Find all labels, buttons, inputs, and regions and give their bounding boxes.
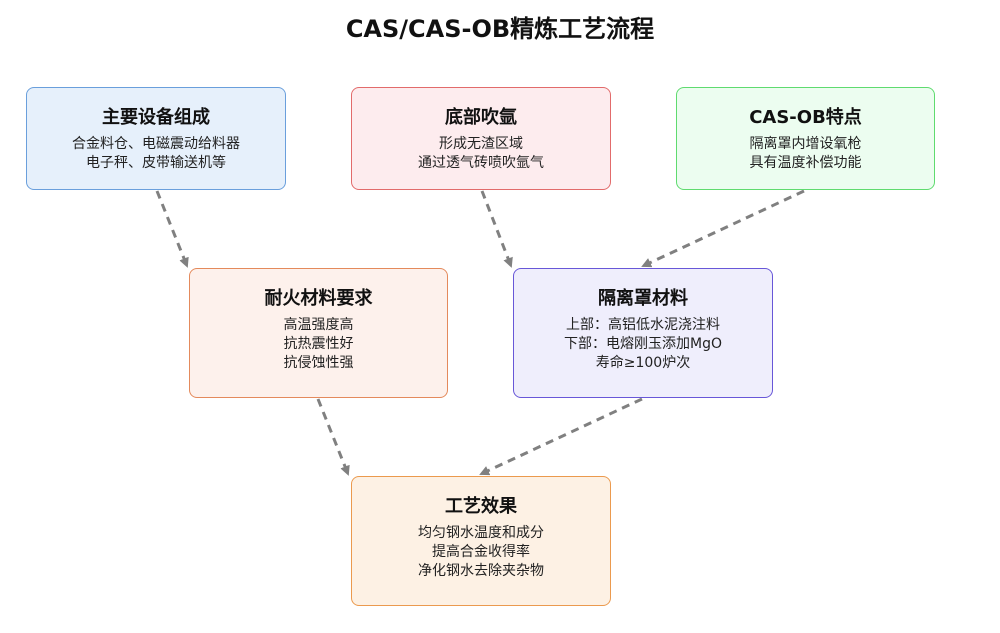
node-line: 均匀钢水温度和成分 — [418, 525, 544, 541]
node-process-effects: 工艺效果 均匀钢水温度和成分 提高合金收得率 净化钢水去除夹杂物 — [351, 476, 611, 606]
edge-refractory-to-effect — [316, 398, 350, 476]
node-title: CAS-OB特点 — [749, 107, 862, 128]
node-line: 下部：电熔刚玉添加MgO — [564, 336, 722, 352]
edge-hood-to-effect — [479, 397, 643, 476]
node-line: 高温强度高 — [283, 317, 354, 333]
node-line: 通过透气砖喷吹氩气 — [418, 155, 544, 171]
node-title: 隔离罩材料 — [598, 288, 688, 309]
node-title: 工艺效果 — [445, 496, 517, 517]
node-line: 隔离罩内增设氧枪 — [749, 136, 862, 152]
node-line: 电子秤、皮带输送机等 — [86, 155, 226, 171]
edge-equipment-to-refractory — [155, 190, 189, 268]
node-line: 上部：高铝低水泥浇注料 — [566, 317, 720, 333]
node-title: 主要设备组成 — [102, 107, 210, 128]
node-main-equipment: 主要设备组成 合金料仓、电磁震动给料器 电子秤、皮带输送机等 — [26, 87, 286, 190]
node-title: 底部吹氩 — [445, 107, 517, 128]
edge-argon-to-hood — [480, 190, 513, 268]
node-line: 合金料仓、电磁震动给料器 — [72, 136, 240, 152]
node-refractory-requirements: 耐火材料要求 高温强度高 抗热震性好 抗侵蚀性强 — [189, 268, 448, 398]
node-line: 具有温度补偿功能 — [749, 155, 862, 171]
node-cas-ob-features: CAS-OB特点 隔离罩内增设氧枪 具有温度补偿功能 — [676, 87, 935, 190]
node-bottom-argon-blowing: 底部吹氩 形成无渣区域 通过透气砖喷吹氩气 — [351, 87, 611, 190]
node-line: 提高合金收得率 — [432, 544, 530, 560]
node-line: 寿命≥100炉次 — [595, 355, 691, 371]
node-line: 净化钢水去除夹杂物 — [418, 563, 544, 579]
node-line: 抗侵蚀性强 — [283, 355, 354, 371]
diagram-title: CAS/CAS-OB精炼工艺流程 — [345, 15, 655, 43]
node-isolation-hood-materials: 隔离罩材料 上部：高铝低水泥浇注料 下部：电熔刚玉添加MgO 寿命≥100炉次 — [513, 268, 773, 398]
node-line: 形成无渣区域 — [439, 136, 523, 152]
node-line: 抗热震性好 — [283, 336, 354, 352]
node-title: 耐火材料要求 — [264, 288, 373, 309]
edge-casob-to-hood — [641, 189, 805, 268]
